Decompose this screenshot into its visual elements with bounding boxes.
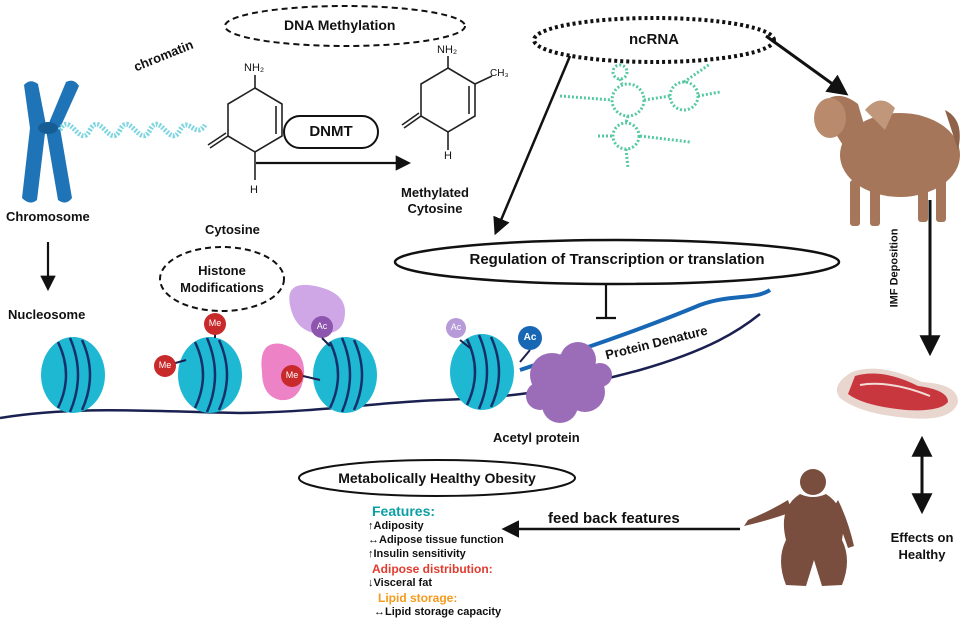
dna-methylation-label: DNA Methylation [284, 17, 396, 33]
dnmt-pill [283, 115, 379, 149]
methylated-cytosine-label-2: Cytosine [407, 201, 463, 216]
histone-mod-label-1: Histone [198, 263, 246, 278]
lipid-title: Lipid storage: [378, 591, 458, 605]
ncrna-to-cow-arrow [765, 34, 849, 96]
ac-text-2: Ac [450, 322, 462, 332]
features-item: ↑Adiposity [368, 520, 424, 532]
acetyl-protein-label: Acetyl protein [493, 430, 580, 445]
human-figure-image [744, 469, 854, 586]
mho-label: Metabolically Healthy Obesity [338, 470, 536, 486]
nucleosome-label: Nucleosome [8, 307, 86, 322]
meat-image [836, 368, 958, 419]
features-block: Features: ↑Adiposity ↔Adipose tissue fun… [368, 503, 568, 619]
nucleosome-2 [178, 337, 242, 413]
nucleosome-4 [450, 334, 514, 410]
me-tag-2 [204, 313, 226, 338]
nucleosome-1 [41, 337, 105, 413]
histone-enzyme-purple [289, 284, 345, 347]
feedback-label: feed back features [548, 510, 680, 527]
histone-mod-label-2: Modifications [180, 280, 264, 295]
nh2-label-cytosine: NH₂ [244, 62, 265, 74]
ncrna-label: ncRNA [628, 31, 679, 48]
chromosome-icon [22, 80, 79, 203]
lipid-item: ↔Lipid storage capacity [374, 606, 502, 618]
imf-deposition-label: IMF Deposition [888, 228, 901, 308]
ncrna-structure [559, 62, 721, 169]
histone-enzyme-pink [261, 343, 321, 401]
histone-mod-ellipse [159, 246, 285, 312]
me-text-3: Me [285, 370, 299, 380]
ac-tag-light [446, 318, 471, 349]
regulation-label: Regulation of Transcription or translati… [469, 251, 765, 268]
adipose-title: Adipose distribution: [372, 562, 493, 576]
cow-image [814, 95, 960, 226]
features-item: ↔Adipose tissue function [368, 534, 504, 546]
ch3-label: CH₃ [490, 68, 509, 79]
chromatin-strand [57, 121, 208, 139]
me-text-1: Me [158, 360, 172, 370]
nh2-label-methylated: NH₂ [437, 44, 458, 56]
dna-strand [0, 313, 761, 420]
ac-text-1: Ac [316, 321, 328, 331]
dnmt-label: DNMT [309, 123, 353, 140]
ac-text-3: Ac [523, 332, 537, 343]
me-text-2: Me [208, 318, 222, 328]
h-label-methylated: H [444, 150, 452, 162]
cytosine-structure [207, 75, 283, 180]
ac-tag-blue [518, 326, 542, 363]
cytosine-label: Cytosine [205, 222, 260, 237]
chromosome-label: Chromosome [6, 209, 90, 224]
dna-methylation-ellipse [224, 5, 466, 47]
effects-label-2: Healthy [898, 547, 946, 562]
regulation-ellipse [393, 238, 841, 286]
methylated-cytosine-label-1: Methylated [401, 185, 469, 200]
inhibition-line [596, 285, 616, 320]
ncrna-to-regulation-arrow [493, 55, 572, 236]
nucleosome-3 [313, 337, 377, 413]
acetyl-protein-blob [526, 342, 612, 423]
features-title: Features: [372, 503, 436, 519]
mho-ellipse [298, 459, 576, 497]
effects-label-1: Effects on [890, 530, 954, 545]
methylated-cytosine-structure [401, 56, 493, 150]
h-label-cytosine: H [250, 184, 258, 196]
me-tag-1 [154, 355, 187, 377]
adipose-item: ↓Visceral fat [368, 577, 433, 589]
features-item: ↑Insulin sensitivity [368, 548, 466, 560]
